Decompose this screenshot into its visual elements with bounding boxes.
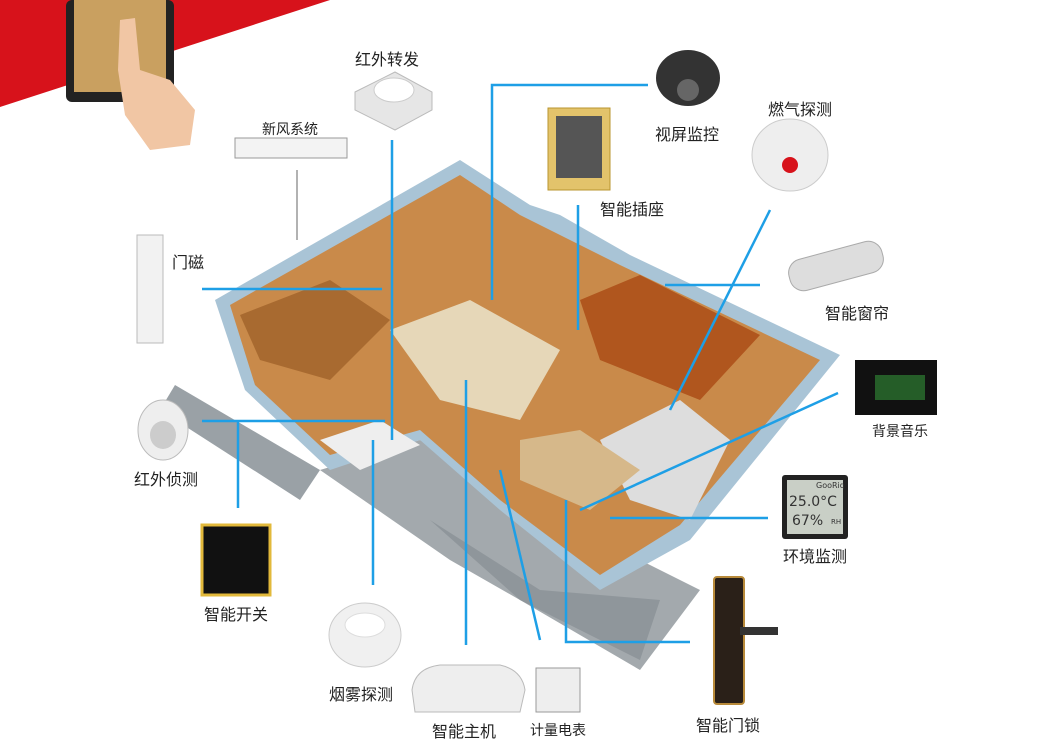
label-smoke-detect: 烟雾探测	[329, 685, 394, 704]
label-ir-forward: 红外转发	[355, 50, 420, 69]
label-fresh-air: 新风系统	[262, 122, 318, 138]
label-smart-lock: 智能门锁	[696, 716, 761, 735]
fresh-air-device	[234, 137, 348, 159]
ir-detector-device	[137, 399, 189, 461]
curtain-motor-device	[788, 240, 884, 292]
music-panel-device	[855, 360, 937, 415]
bathroom	[600, 400, 730, 520]
deck-left	[160, 385, 320, 500]
line-meter	[498, 469, 542, 641]
bedroom-bottom	[520, 430, 640, 510]
env-humidity-unit: RH	[831, 518, 842, 526]
stairs	[320, 420, 420, 470]
line-lock	[564, 500, 690, 644]
env-humidity: 67%	[792, 513, 824, 529]
label-video-monitor: 视屏监控	[655, 125, 720, 144]
gas-detector-device	[751, 118, 829, 192]
env-brand: GooRiq	[816, 481, 845, 490]
switch-panel-device	[200, 523, 272, 597]
bedroom-left	[240, 280, 390, 380]
door-lock-device	[713, 576, 778, 705]
label-smart-socket: 智能插座	[600, 200, 665, 219]
label-meter: 计量电表	[530, 723, 586, 739]
line-camera	[490, 83, 648, 300]
label-env-monitor: 环境监测	[783, 547, 848, 566]
env-temperature: 25.0°C	[789, 494, 837, 510]
label-bg-music: 背景音乐	[872, 424, 928, 440]
label-door-sensor: 门磁	[172, 253, 205, 272]
label-ir-detect: 红外侦测	[134, 470, 199, 489]
label-smart-host: 智能主机	[432, 722, 497, 741]
host-device	[411, 664, 526, 713]
smoke-detector-device	[328, 602, 402, 668]
line-music	[579, 391, 839, 512]
connector-lines	[202, 83, 839, 645]
ir-forward-device	[354, 71, 433, 131]
meter-device	[535, 667, 581, 713]
label-smart-switch: 智能开关	[204, 605, 269, 624]
living-room	[390, 300, 560, 420]
door-sensor-device	[136, 234, 164, 344]
socket-device	[547, 107, 611, 191]
hand	[118, 18, 195, 150]
camera-device	[656, 50, 720, 106]
bedroom-right	[580, 275, 760, 400]
env-monitor-device	[782, 475, 848, 539]
label-smart-curtain: 智能窗帘	[825, 304, 890, 323]
label-gas-detect: 燃气探测	[768, 100, 833, 119]
line-gas	[668, 209, 772, 411]
